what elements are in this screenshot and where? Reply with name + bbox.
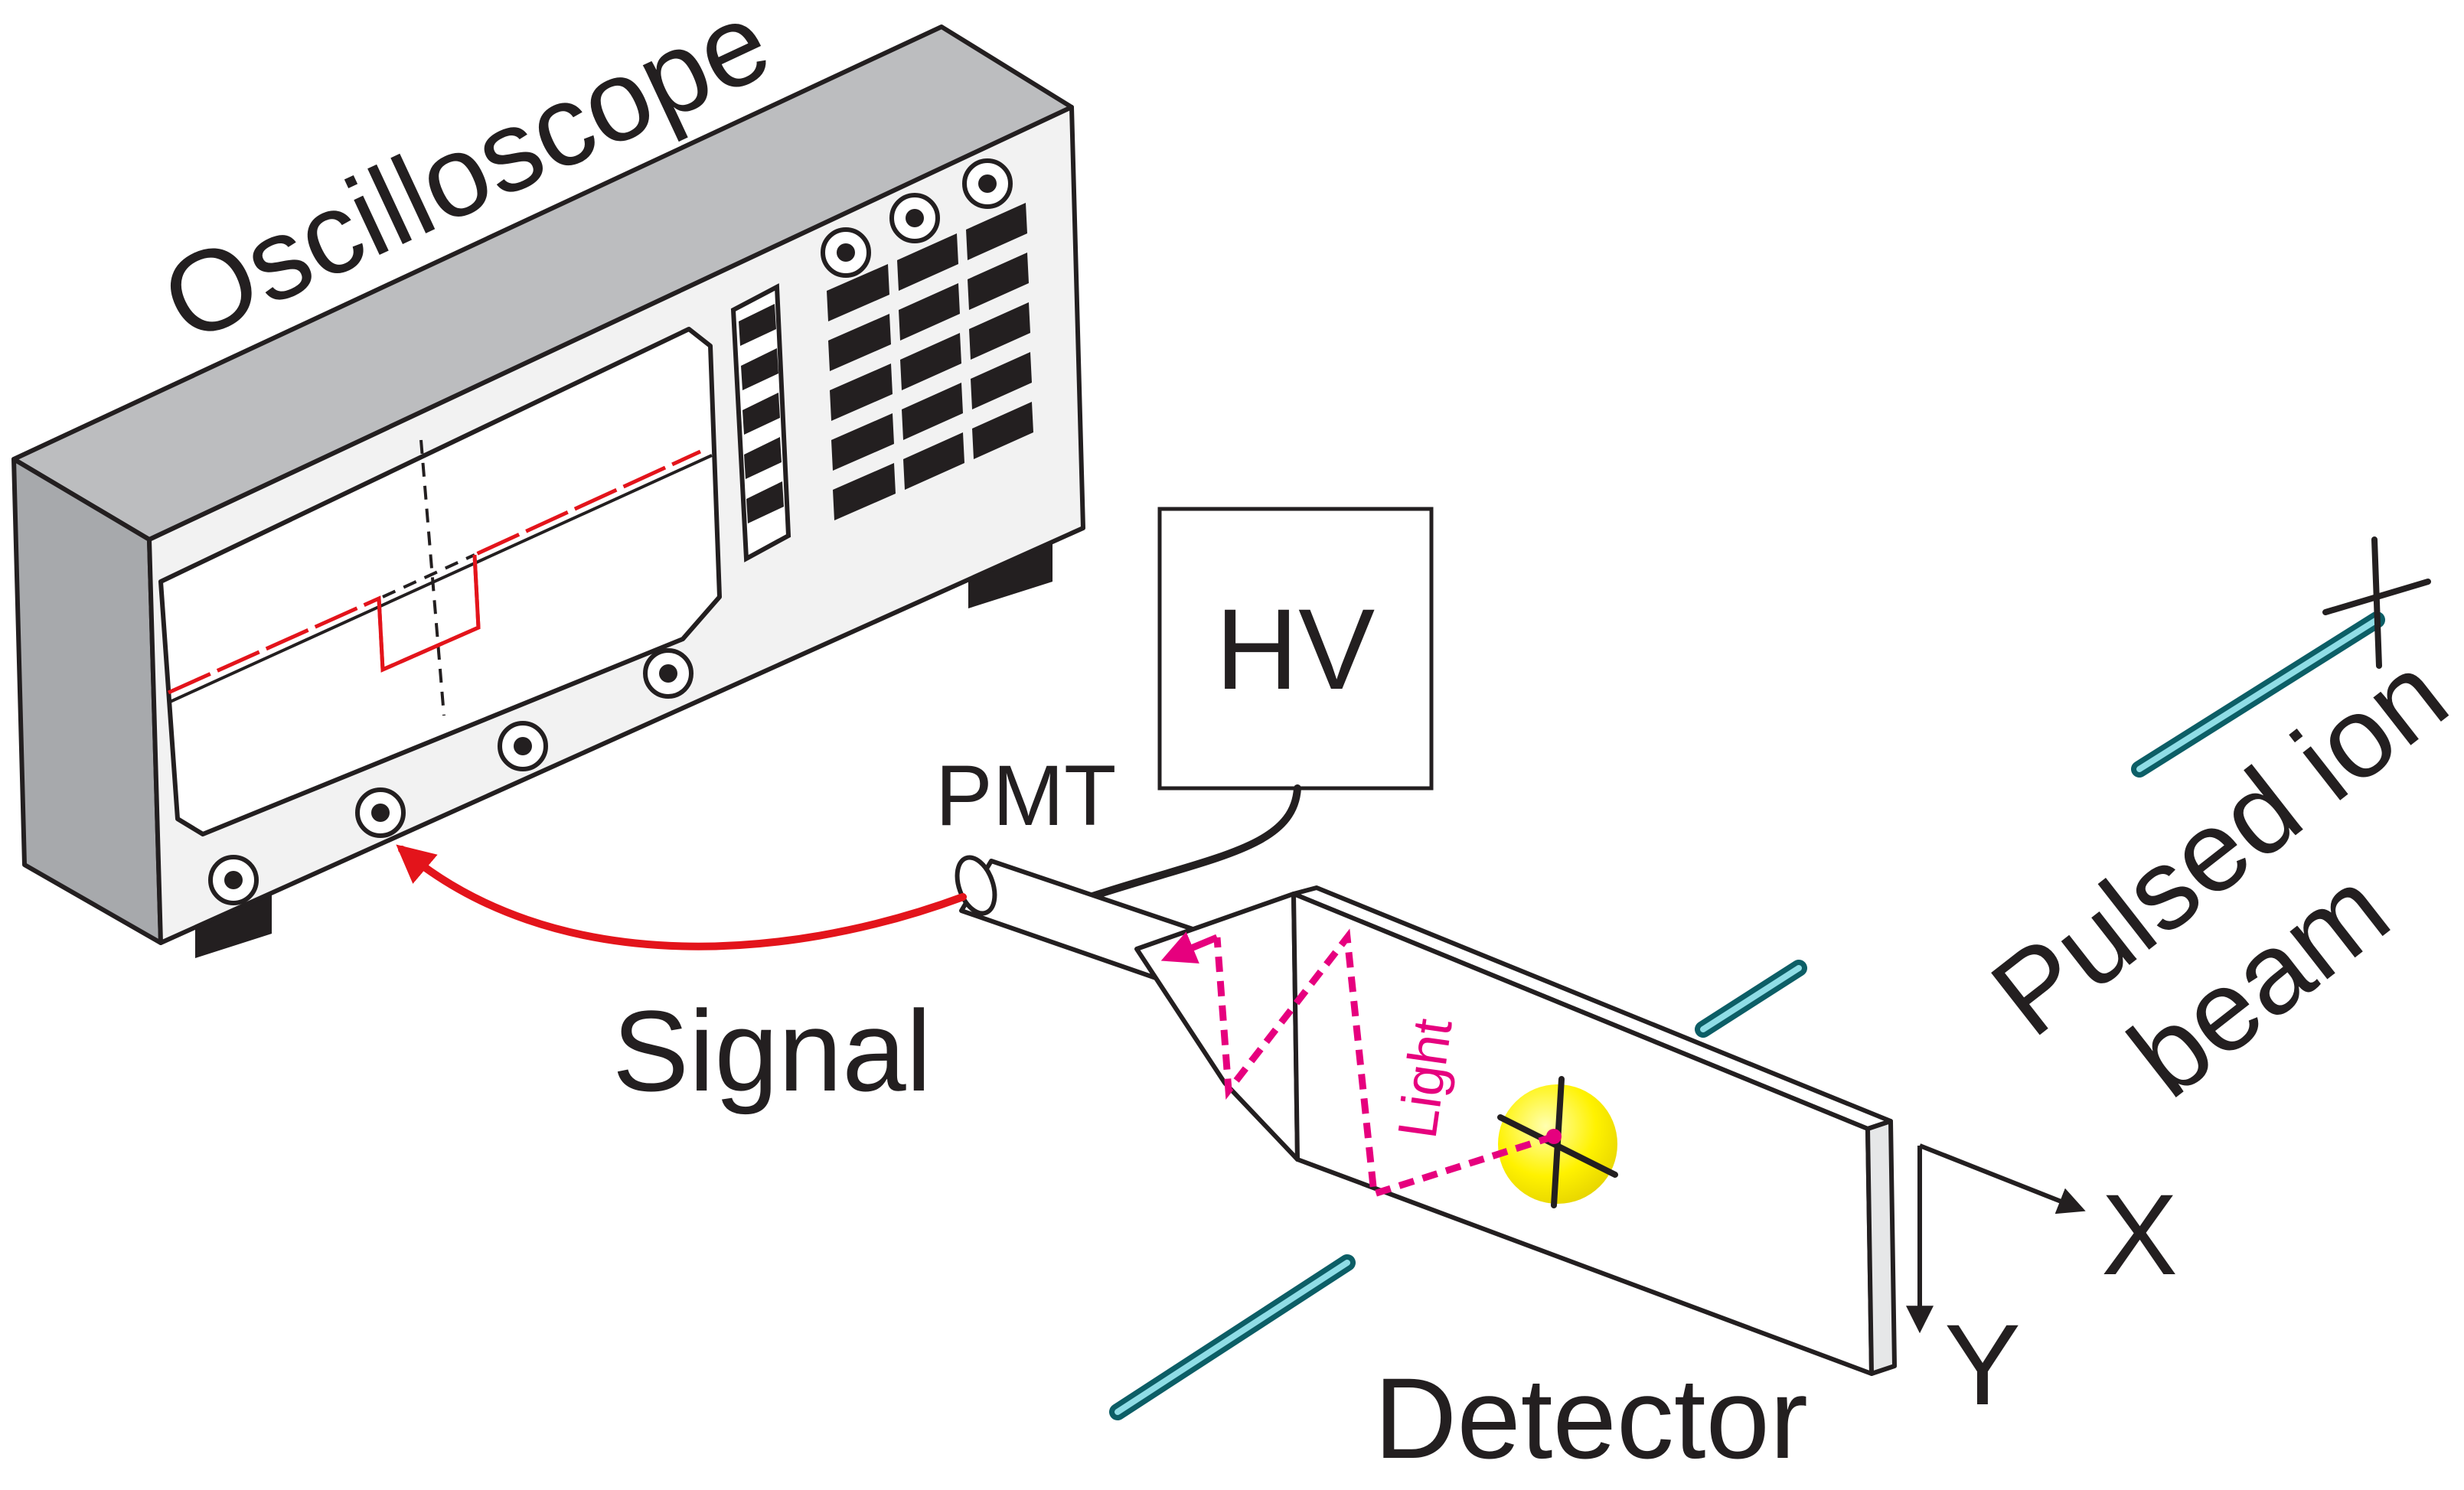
screen-baseline (168, 454, 713, 704)
oscilloscope-knobs-bottom (208, 648, 694, 905)
ion-beam-segment-highlight (1700, 965, 1802, 1032)
screen-signal-pulse (377, 554, 481, 673)
hv-power-supply-box (1157, 507, 1434, 791)
ion-beam-outgoing-highlight (1115, 1260, 1350, 1415)
coordinate-axes (1906, 1143, 2086, 1334)
hv-cable (1079, 784, 1301, 903)
light-origin-dot (1546, 1129, 1562, 1144)
oscilloscope-foot (195, 892, 272, 958)
screen-cursor-line (419, 439, 445, 716)
signal-arrow (396, 844, 967, 950)
label-pmt: PMT (935, 748, 1116, 843)
oscilloscope (11, 24, 1085, 958)
label-signal: Signal (612, 986, 932, 1115)
light-arrow (1160, 931, 1219, 963)
light-path (1213, 928, 1555, 1198)
label-detector: Detector (1374, 1354, 1808, 1482)
axis-x-arrow (1918, 1143, 2086, 1214)
oscilloscope-knobs-top (821, 158, 1013, 278)
screen-cursor-line (382, 553, 475, 598)
oscilloscope-keypad (827, 203, 1033, 520)
scintillator-edge (1865, 1119, 1897, 1376)
oscilloscope-screen (158, 327, 722, 836)
label-axis-x: X (2101, 1170, 2178, 1299)
ion-beam-incoming-highlight (2136, 617, 2380, 772)
oscilloscope-foot (968, 537, 1053, 608)
strip-buttons (739, 304, 784, 523)
beam-cross-marker (2322, 536, 2431, 669)
label-axis-y: Y (1944, 1300, 2021, 1429)
oscilloscope-side-face (11, 457, 163, 945)
label-hv: HV (1216, 585, 1375, 713)
